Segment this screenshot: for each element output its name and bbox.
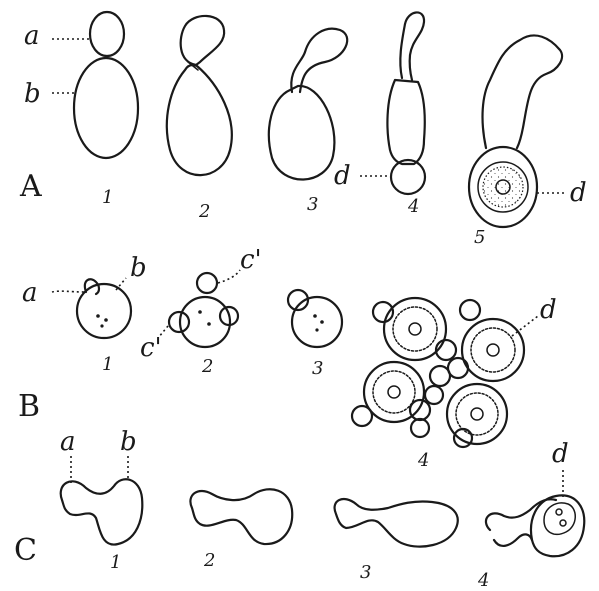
row-b-num-1: 1 <box>102 354 113 375</box>
row-b-num-2: 2 <box>201 356 213 377</box>
row-a-cell-2 <box>167 16 232 175</box>
row-a-num-1: 1 <box>102 187 113 208</box>
row-b-cell-3 <box>288 290 342 347</box>
row-c <box>61 456 585 556</box>
row-b-cell-1 <box>52 278 131 338</box>
row-label-a: A <box>19 169 42 204</box>
row-c-cell-2 <box>190 489 292 544</box>
row-b-part-a: a <box>22 278 38 308</box>
row-a-part-d-5: d <box>570 178 587 208</box>
row-a-part-d-4: d <box>334 161 351 191</box>
row-a-num-3: 3 <box>307 194 318 215</box>
row-a-part-a: a <box>24 21 40 51</box>
row-c-part-a: a <box>60 427 76 457</box>
row-a-num-2: 2 <box>198 201 210 222</box>
row-a-cell-4 <box>360 12 425 194</box>
row-label-c: C <box>14 533 37 568</box>
row-b-num-3: 3 <box>312 358 323 379</box>
row-c-part-b: b <box>120 427 137 457</box>
bud-a <box>90 12 124 56</box>
row-b-part-d: d <box>540 295 557 325</box>
row-c-num-1: 1 <box>110 552 121 573</box>
row-a-cell-5 <box>469 35 566 227</box>
row-b-num-4: 4 <box>417 450 429 471</box>
row-b-part-c2: c' <box>140 333 162 363</box>
row-a-cell-1 <box>52 12 138 158</box>
row-c-cell-3 <box>335 499 458 547</box>
row-a-num-4: 4 <box>407 196 419 217</box>
row-b-part-b: b <box>130 253 147 283</box>
row-a-part-b: b <box>24 79 41 109</box>
mother-cell-b <box>74 58 138 158</box>
row-c-num-4: 4 <box>477 570 489 591</box>
row-b <box>52 270 538 447</box>
row-c-num-3: 3 <box>360 562 371 583</box>
row-c-num-2: 2 <box>203 550 215 571</box>
row-c-cell-1 <box>61 456 143 545</box>
row-c-cell-4 <box>486 470 584 556</box>
row-c-part-d: d <box>552 439 569 469</box>
row-b-cell-2 <box>158 270 240 347</box>
row-label-b: B <box>18 389 40 424</box>
row-a-num-5: 5 <box>474 227 485 248</box>
row-b-part-c1: c' <box>240 245 262 275</box>
labels: A a b d d 1 2 3 4 5 B a b c' c' d 1 2 3 … <box>14 21 587 591</box>
row-b-cell-4 <box>352 298 538 447</box>
row-a-cell-3 <box>269 29 347 180</box>
